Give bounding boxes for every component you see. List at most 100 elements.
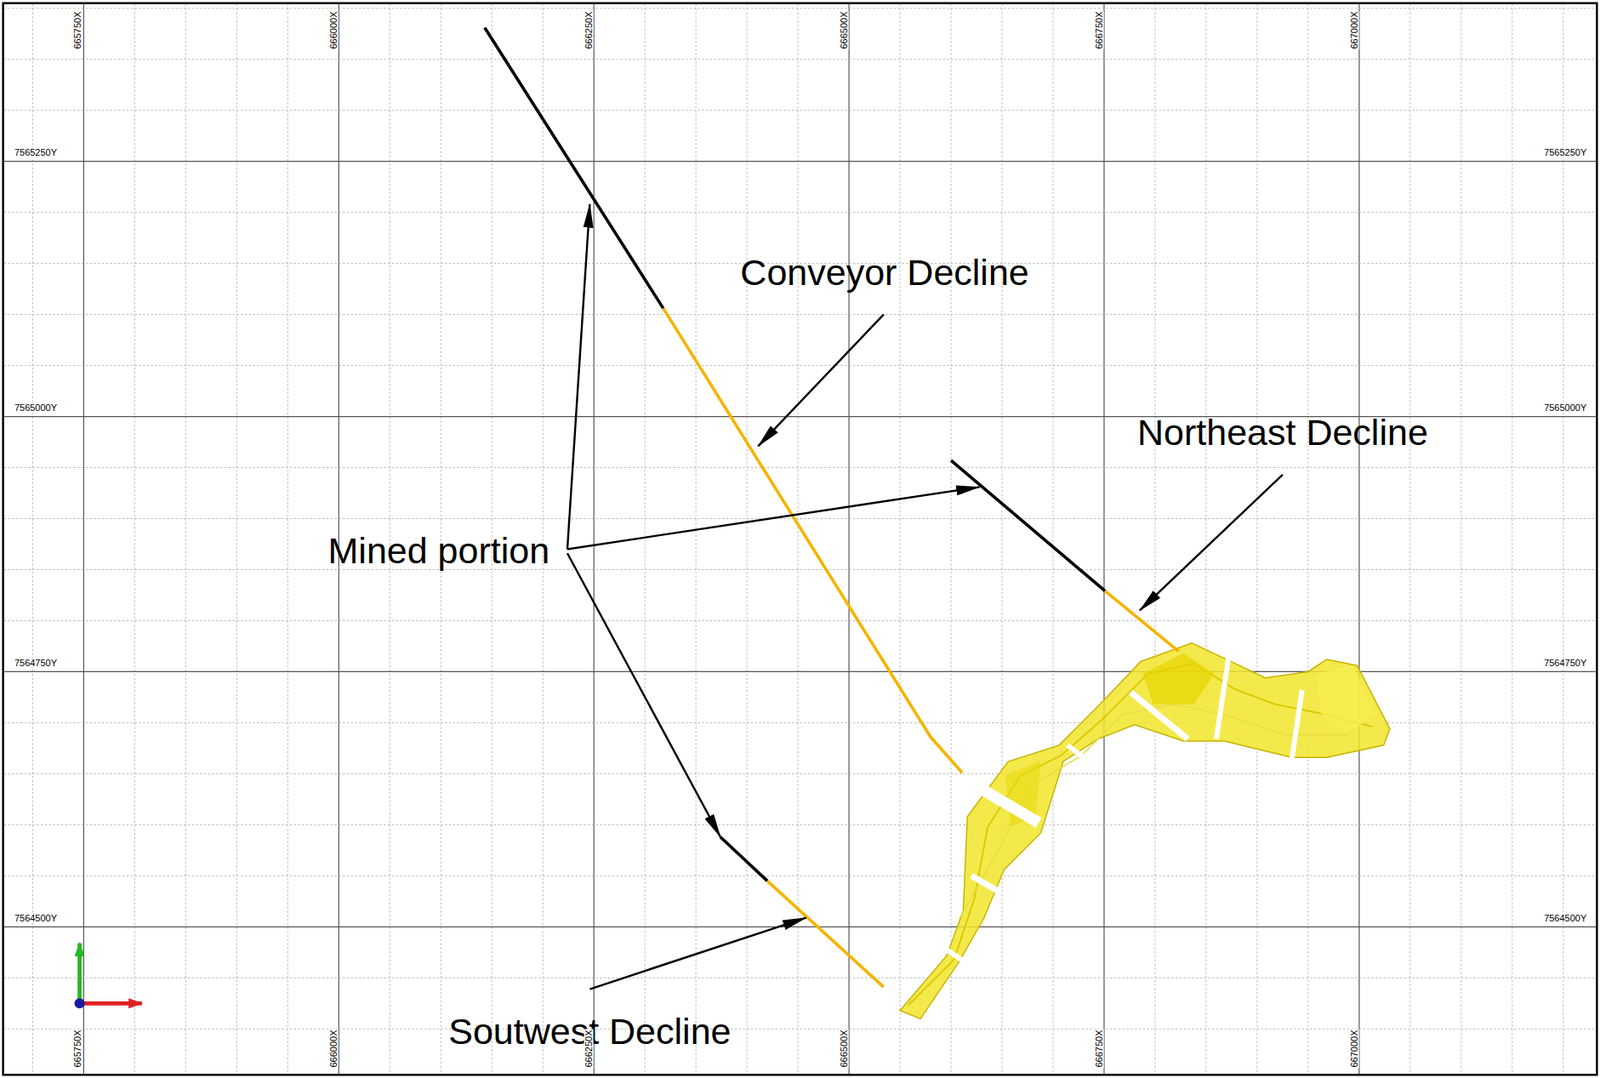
grid-line (1307, 4, 1309, 1074)
declines (484, 27, 1179, 987)
grid-line (1358, 4, 1360, 1074)
grid-line (1053, 4, 1054, 1074)
coordinate-label: 666250X (584, 1028, 594, 1068)
northeast-decline-mined (950, 460, 1105, 592)
grid-line (4, 313, 1596, 315)
leader-arrow (1139, 474, 1283, 611)
leader-arrows (567, 204, 1283, 990)
grid-line (4, 773, 1596, 775)
grid-line (4, 926, 1596, 928)
northeast-decline (1104, 591, 1179, 652)
orebody-facet (1143, 653, 1215, 705)
grid-line (1103, 4, 1105, 1074)
grid-line (4, 160, 1596, 162)
grid-line (4, 58, 1596, 60)
mining-cut (969, 781, 1040, 823)
grid-line (134, 4, 136, 1074)
coordinate-grid (4, 4, 1596, 1074)
coordinate-label: 665750X (73, 1028, 83, 1068)
grid-line (236, 4, 238, 1074)
grid-line (4, 875, 1596, 877)
coordinate-label: 667000X (1349, 11, 1359, 51)
mining-cut (1216, 657, 1229, 740)
southwest-decline (767, 880, 884, 987)
grid-line (4, 620, 1596, 621)
grid-line (1205, 4, 1207, 1074)
mining-cut (1292, 689, 1303, 760)
coordinate-label: 7564500Y (1543, 913, 1588, 923)
grid-line (185, 4, 187, 1074)
orebody-facet (908, 663, 1373, 1006)
coordinate-label: 666750X (1093, 11, 1104, 51)
coordinate-label: 7564750Y (1543, 658, 1588, 668)
mining-cut (1067, 745, 1084, 758)
coordinate-label: 666000X (329, 1028, 339, 1068)
callout-label: Northeast Decline (1137, 414, 1429, 451)
coordinate-label: 7565250Y (1543, 148, 1588, 158)
coordinate-label: 7564750Y (13, 658, 58, 668)
grid-line (1460, 4, 1462, 1074)
grid-line (83, 4, 85, 1074)
mining-cut (942, 946, 962, 959)
grid-line (4, 211, 1596, 213)
grid-line (797, 4, 799, 1074)
east-axis (79, 1001, 143, 1006)
grid-line (1511, 4, 1513, 1074)
grid-line (4, 977, 1596, 979)
callout-label: Conveyor Decline (740, 254, 1029, 291)
grid-line (1002, 4, 1003, 1074)
orebody-cuts (942, 657, 1302, 960)
grid-line (1409, 4, 1411, 1074)
leader-arrow (757, 314, 884, 447)
orebody-facet (1316, 665, 1378, 733)
grid-line (1154, 4, 1156, 1074)
coordinate-label: 665750X (73, 11, 83, 51)
coordinate-label: 666500X (839, 1028, 849, 1068)
coordinate-label: 7565000Y (1543, 403, 1588, 413)
callout-label: Mined portion (328, 532, 551, 570)
orebody (899, 643, 1390, 1019)
coordinate-label: 7565000Y (13, 403, 58, 413)
grid-line (287, 4, 289, 1074)
axis-icon (74, 943, 143, 1009)
southwest-decline-mined (720, 837, 768, 882)
grid-line (4, 466, 1596, 468)
grid-line (4, 7, 1596, 9)
coordinate-label: 667000X (1349, 1028, 1359, 1068)
mining-cut (971, 875, 1001, 892)
orebody-shape (899, 643, 1390, 1019)
grid-line (695, 4, 697, 1074)
grid-line (899, 4, 901, 1074)
conveyor-decline-mined (484, 27, 664, 308)
coordinate-label: 666750X (1093, 1028, 1104, 1068)
grid-line (4, 824, 1596, 826)
coordinate-label: 7565250Y (13, 148, 58, 158)
leader-arrow (567, 552, 721, 837)
coordinate-label: 7564500Y (13, 913, 58, 923)
axis-origin (74, 997, 86, 1008)
grid-line (4, 364, 1596, 366)
grid-line (4, 109, 1596, 111)
orebody-facet (959, 704, 1348, 919)
leader-arrow (567, 204, 590, 549)
coordinate-label: 666000X (329, 11, 339, 51)
leader-arrow (589, 917, 806, 990)
grid-line (4, 569, 1596, 570)
grid-line (644, 4, 646, 1074)
north-axis (77, 943, 82, 1004)
grid-line (1256, 4, 1258, 1074)
grid-line (593, 4, 595, 1074)
coordinate-label: 666500X (839, 11, 849, 51)
coordinate-label: 666250X (584, 11, 594, 51)
grid-line (950, 4, 952, 1074)
mining-cut (1130, 691, 1188, 739)
map-frame (3, 3, 1598, 1076)
leader-arrow (567, 486, 980, 549)
grid-line (848, 4, 849, 1074)
grid-line (746, 4, 748, 1074)
conveyor-decline (663, 307, 963, 773)
grid-line (4, 518, 1596, 519)
